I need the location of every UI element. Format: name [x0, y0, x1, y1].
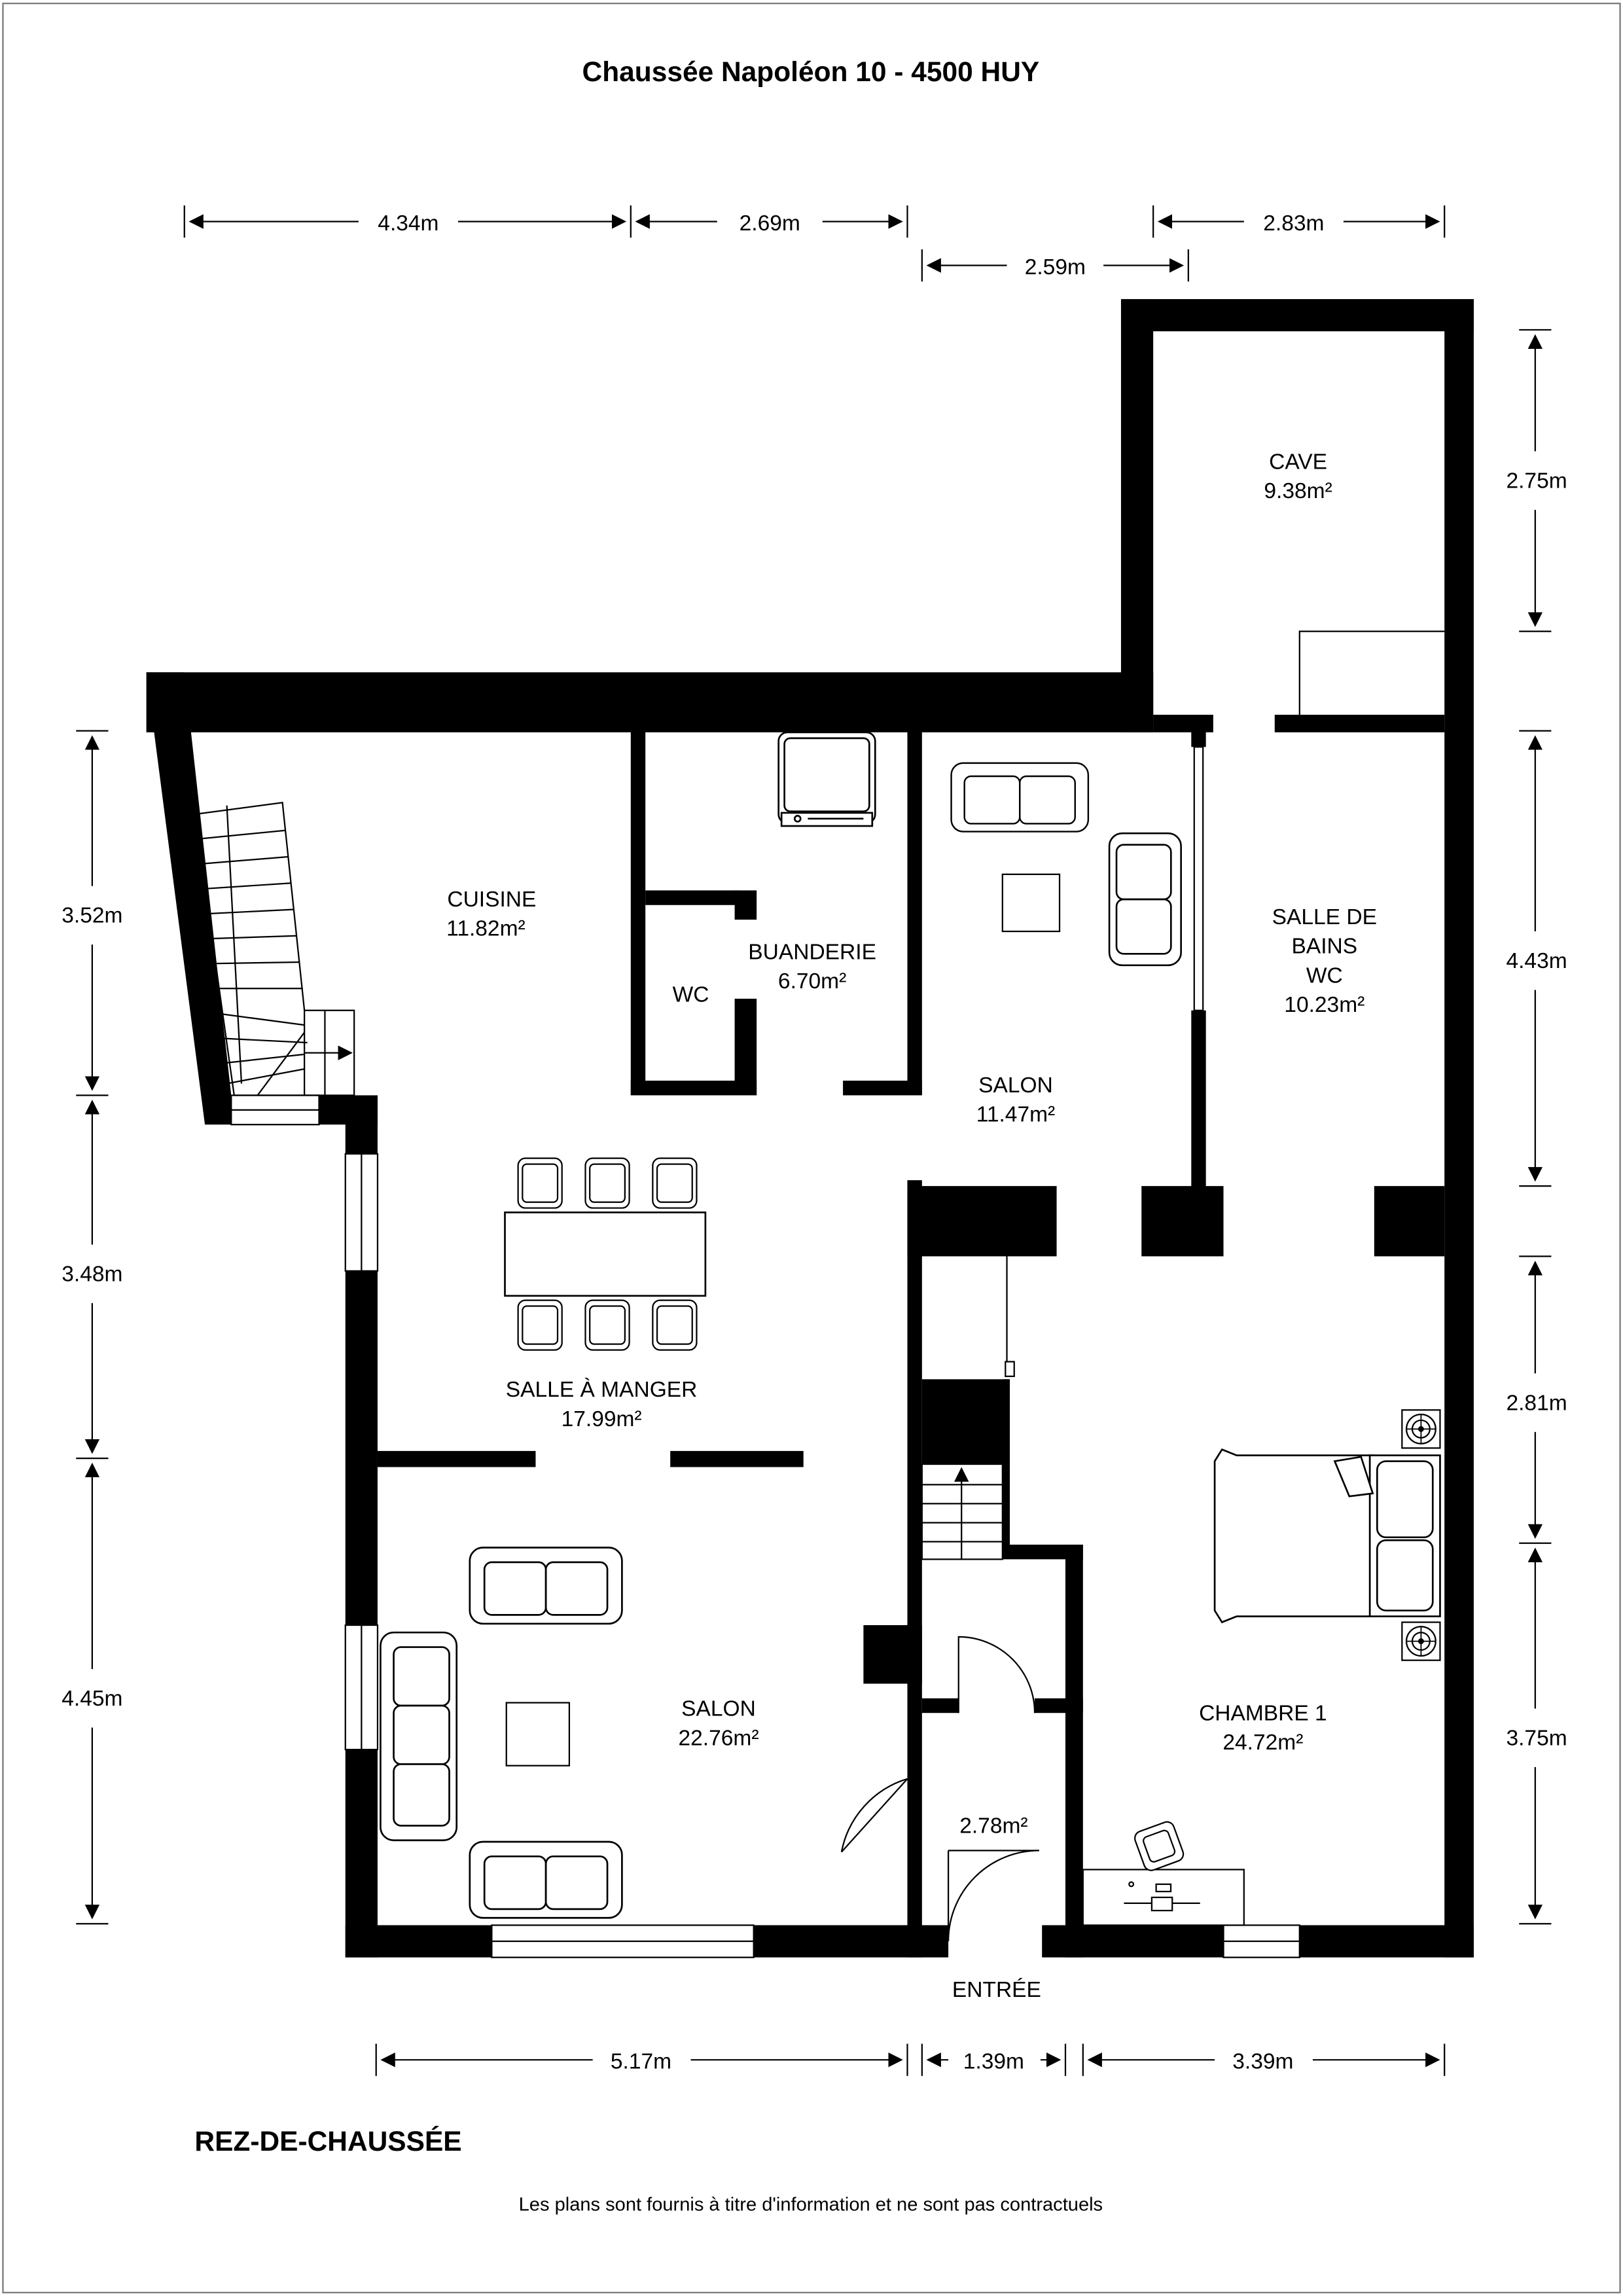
dim-right-3: 2.81m	[1506, 1391, 1567, 1415]
room-area-buanderie: 6.70m²	[778, 969, 846, 994]
dim-right-4: 3.75m	[1506, 1726, 1567, 1750]
dim-left-1: 3.52m	[62, 904, 122, 928]
dim-bottom-mid: 1.39m	[963, 2050, 1024, 2074]
armchair-icon	[1108, 832, 1182, 967]
office-chair-icon	[1134, 1821, 1185, 1871]
room-area-hall: 2.78m²	[959, 1814, 1027, 1839]
walls	[146, 298, 1474, 1958]
lamp-icon	[1401, 1409, 1441, 1449]
room-name-salle-a-manger: SALLE À MANGER	[506, 1378, 698, 1402]
bed-icon	[1213, 1448, 1441, 1624]
sofa-icon	[950, 762, 1090, 833]
dimensions	[76, 205, 1552, 2076]
room-area-chambre: 24.72m²	[1222, 1731, 1303, 1755]
dim-bottom-left: 5.17m	[611, 2050, 671, 2074]
entrance-label: ENTRÉE	[952, 1978, 1041, 2002]
room-labels: CAVE 9.38m² CUISINE 11.82m² BUANDERIE 6.…	[446, 450, 1377, 2002]
dim-top-right: 2.83m	[1263, 211, 1324, 236]
floor-label: REZ-DE-CHAUSSÉE	[194, 2126, 461, 2157]
dim-right-2: 4.43m	[1506, 949, 1567, 973]
dim-top-mid: 2.69m	[740, 211, 800, 236]
dim-left-2: 3.48m	[62, 1262, 122, 1286]
disclaimer: Les plans sont fournis à titre d'informa…	[519, 2195, 1103, 2215]
doors	[840, 1256, 1039, 1942]
staircase-center	[921, 1463, 1003, 1560]
room-name-salon-small: SALON	[978, 1073, 1053, 1098]
staircase-left	[194, 801, 355, 1096]
windows	[230, 746, 1300, 1958]
dining-table-icon	[504, 1157, 707, 1351]
dim-left-3: 4.45m	[62, 1687, 122, 1711]
room-area-cuisine: 11.82m²	[446, 917, 526, 941]
room-area-salon-small: 11.47m²	[976, 1103, 1056, 1127]
dim-top-mid2: 2.59m	[1025, 255, 1086, 279]
room-name-salon-large: SALON	[681, 1697, 756, 1721]
page-title: Chaussée Napoléon 10 - 4500 HUY	[582, 57, 1040, 88]
sofa-top-icon	[469, 1547, 623, 1625]
room-area-cave: 9.38m²	[1264, 479, 1332, 503]
room-name-sdb-2: BAINS	[1291, 935, 1357, 959]
room-name-sdb-3: WC	[1306, 963, 1343, 988]
coffee-table-icon	[505, 1702, 571, 1767]
sofa-bottom-icon	[469, 1840, 623, 1919]
sofa-side-icon	[380, 1631, 458, 1842]
desk-icon	[1082, 1869, 1245, 1926]
room-name-buanderie: BUANDERIE	[748, 941, 876, 965]
room-area-sdb: 10.23m²	[1284, 993, 1364, 1017]
page-border	[2, 3, 1621, 2293]
room-name-wc: WC	[673, 982, 709, 1007]
coffee-table-icon	[1001, 873, 1061, 933]
dim-top-left: 4.34m	[378, 211, 438, 236]
lamp-icon	[1401, 1621, 1441, 1661]
dim-bottom-right: 3.39m	[1232, 2050, 1293, 2074]
room-name-cave: CAVE	[1269, 450, 1327, 474]
room-area-salle-a-manger: 17.99m²	[562, 1407, 642, 1431]
dim-right-1: 2.75m	[1506, 469, 1567, 493]
room-name-chambre: CHAMBRE 1	[1199, 1701, 1327, 1725]
washing-machine-icon	[777, 731, 876, 827]
dimension-labels: 4.34m 2.69m 2.59m 2.83m 3.52m 3.48m 4.45…	[62, 211, 1567, 2074]
room-name-cuisine: CUISINE	[447, 888, 536, 912]
room-area-salon-large: 22.76m²	[678, 1726, 758, 1750]
cave-shelf	[1298, 630, 1445, 715]
room-name-sdb-1: SALLE DE	[1272, 905, 1377, 929]
